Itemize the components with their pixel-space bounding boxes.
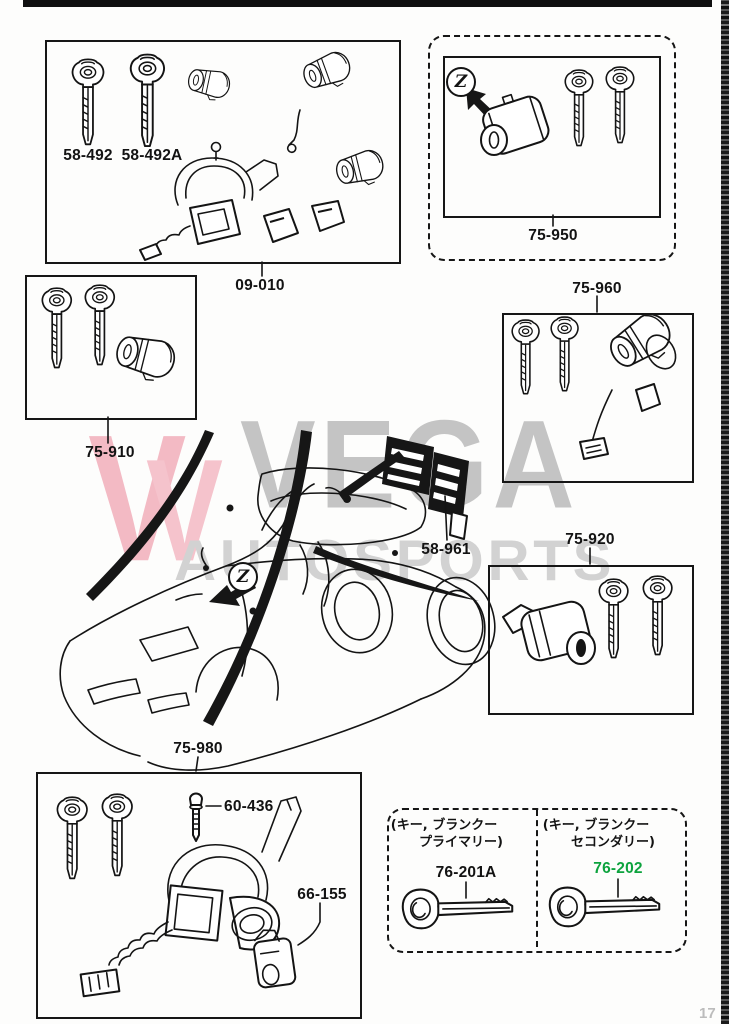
part-label-75-920[interactable]: 75-920 bbox=[565, 531, 615, 548]
page-top-rule bbox=[23, 0, 712, 7]
caption-key-blank-secondary-line2: セコンダリー) bbox=[571, 835, 655, 850]
trunk-lock-75960-illustration bbox=[511, 306, 681, 460]
part-label-75-950[interactable]: 75-950 bbox=[528, 227, 578, 244]
vega-logo-v-right: V bbox=[146, 429, 224, 592]
page-number: 17 bbox=[699, 1005, 716, 1022]
group-box-75920 bbox=[488, 565, 694, 715]
part-label-58-492[interactable]: 58-492 bbox=[63, 147, 113, 164]
caption-key-blank-primary-line2: プライマリー) bbox=[419, 835, 503, 850]
zoom-detail-marker-box: Z bbox=[446, 67, 476, 97]
part-label-60-436[interactable]: 60-436 bbox=[224, 798, 274, 815]
part-label-66-155[interactable]: 66-155 bbox=[297, 886, 347, 903]
group-box-75950-outer bbox=[428, 35, 676, 261]
part-label-75-980[interactable]: 75-980 bbox=[173, 740, 223, 757]
part-label-75-910[interactable]: 75-910 bbox=[85, 444, 135, 461]
door-striker-58961-illustration bbox=[382, 436, 469, 540]
zoom-detail-marker-car: Z bbox=[228, 562, 258, 592]
group-box-75960 bbox=[502, 313, 694, 483]
part-label-09-010[interactable]: 09-010 bbox=[235, 277, 285, 294]
caption-key-blank-primary-line1: (キー, ブランクー bbox=[390, 818, 498, 833]
scan-edge bbox=[721, 0, 729, 1024]
steering-lock-75980-illustration bbox=[56, 792, 302, 998]
car-illustration bbox=[59, 467, 496, 771]
key-set-09010-illustration bbox=[71, 47, 388, 261]
part-label-75-960[interactable]: 75-960 bbox=[572, 280, 622, 297]
part-label-76-202-highlighted[interactable]: 76-202 bbox=[593, 860, 643, 877]
group-box-key-blanks bbox=[387, 808, 687, 953]
part-label-76-201A[interactable]: 76-201A bbox=[435, 864, 497, 881]
group-box-75910 bbox=[25, 275, 197, 420]
caption-key-blank-secondary-line1: (キー, ブランクー bbox=[542, 818, 650, 833]
door-lock-75920-illustration bbox=[502, 575, 673, 665]
key-blank-divider bbox=[536, 810, 538, 947]
group-box-75950-inner bbox=[443, 56, 661, 218]
group-box-75980 bbox=[36, 772, 362, 1019]
lid-lock-75950-illustration bbox=[466, 66, 635, 156]
part-label-58-492A[interactable]: 58-492A bbox=[121, 147, 183, 164]
part-label-58-961[interactable]: 58-961 bbox=[421, 541, 471, 558]
group-box-09010 bbox=[45, 40, 401, 264]
